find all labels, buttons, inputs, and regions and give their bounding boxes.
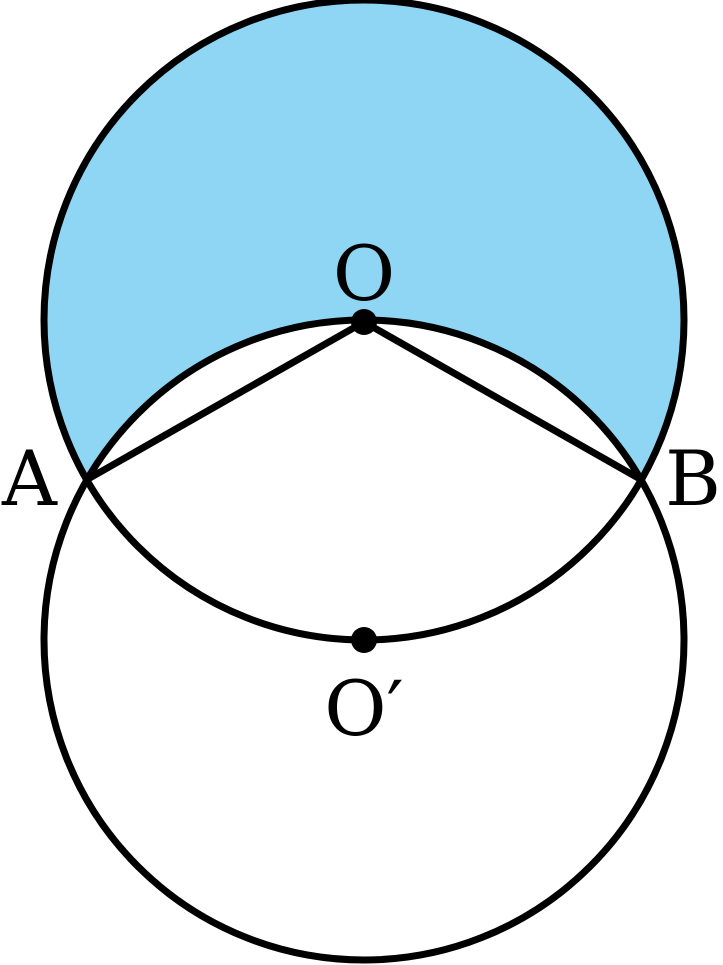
segment-oa	[84, 318, 368, 483]
label-b: B	[665, 434, 721, 523]
point-o-prime	[351, 627, 377, 653]
point-o	[351, 309, 377, 335]
segment-ob	[360, 318, 644, 483]
label-o: O	[333, 229, 395, 318]
label-a: A	[1, 434, 58, 523]
label-o-prime: O′	[324, 664, 404, 753]
